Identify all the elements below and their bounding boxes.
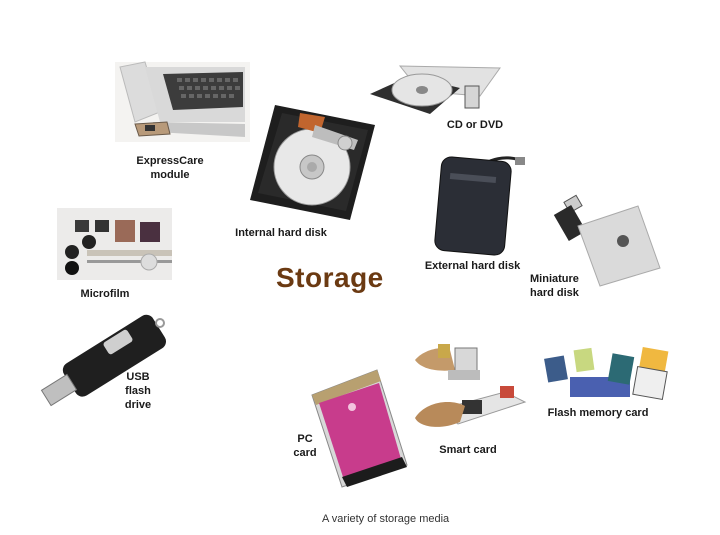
label-line: USB (126, 371, 150, 383)
label-flash-memory-card: Flash memory card (547, 407, 649, 419)
figure-title: Storage (276, 262, 384, 293)
figure-caption: A variety of storage media (322, 513, 450, 525)
cd-dvd-drive-image (370, 65, 501, 114)
internal-hard-disk-image (250, 105, 375, 220)
label-miniature-hard-disk: Miniature hard disk (530, 272, 598, 300)
smart-card-image (415, 344, 527, 427)
label-usb-flash-drive: USB flash drive (118, 370, 158, 412)
label-line: flash (125, 385, 151, 397)
label-external-hard-disk: External hard disk (424, 260, 521, 272)
external-hard-disk-image (434, 156, 525, 256)
pc-card-image (311, 369, 408, 488)
label-line: drive (124, 399, 152, 411)
miniature-hard-disk-image (553, 194, 661, 287)
label-internal-hard-disk: Internal hard disk (235, 227, 327, 239)
microfilm-image (57, 208, 172, 280)
label-expresscard: ExpressCare module (120, 154, 220, 182)
flash-memory-card-image (544, 346, 669, 400)
label-line: module (150, 169, 190, 181)
label-line: PC (297, 433, 313, 445)
label-pc-card: PC card (288, 432, 322, 460)
label-line: Miniature (530, 273, 579, 285)
label-line: hard disk (530, 287, 579, 299)
label-cd-dvd: CD or DVD (446, 119, 504, 131)
label-line: card (293, 447, 317, 459)
label-line: ExpressCare (136, 155, 204, 167)
label-microfilm: Microfilm (80, 288, 130, 300)
expresscard-laptop-image (115, 61, 250, 142)
label-smart-card: Smart card (439, 444, 497, 456)
usb-flash-drive-image (40, 314, 166, 407)
